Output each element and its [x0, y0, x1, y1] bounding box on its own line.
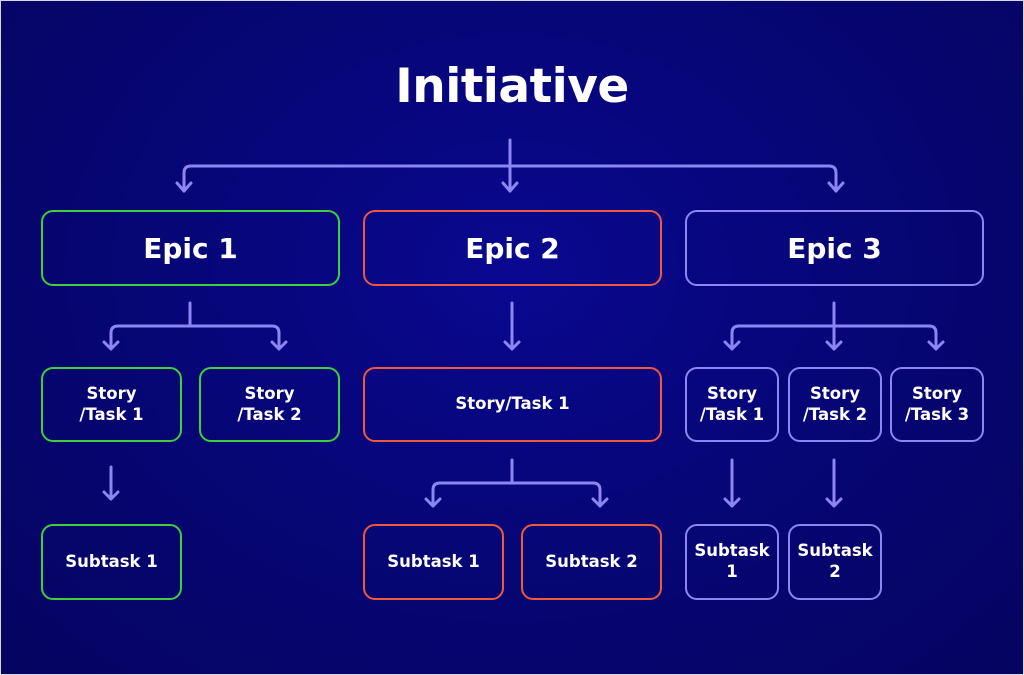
connector-epic1-bar: [109, 324, 281, 351]
epic-3-story-1-label: Story /Task 1: [699, 383, 765, 424]
arrowhead-epic1-story1: [102, 340, 120, 351]
epic-2-subtask-2-box[interactable]: Subtask 2: [521, 524, 662, 600]
arrowhead-epic3: [827, 181, 845, 193]
epic-1-label: Epic 1: [143, 231, 238, 265]
arrowhead-epic1-subtask: [102, 490, 120, 501]
epic-1-subtask-1-box[interactable]: Subtask 1: [41, 524, 182, 600]
epic-1-story-2-label: Story /Task 2: [237, 383, 302, 424]
epic-3-subtask-2-box[interactable]: Subtask 2: [788, 524, 882, 600]
epic-3-story-2-box[interactable]: Story /Task 2: [788, 367, 882, 442]
epic-3-subtask-1-box[interactable]: Subtask 1: [685, 524, 779, 600]
arrowhead-epic1-story2: [270, 340, 288, 351]
epic-2-label: Epic 2: [465, 231, 560, 265]
epic-3-subtask-2-label: Subtask 2: [797, 541, 873, 581]
arrowhead-epic1: [175, 181, 193, 193]
arrowhead-epic2-sub1: [424, 497, 442, 508]
epic-2-subtask-2-label: Subtask 2: [545, 551, 638, 571]
connector-epic3-bar: [730, 324, 938, 351]
epic-1-story-1-box[interactable]: Story /Task 1: [41, 367, 182, 442]
connector-epic2-sub-bar: [431, 481, 602, 508]
epic-3-story-3-label: Story /Task 3: [904, 383, 970, 424]
epic-3-story-3-box[interactable]: Story /Task 3: [890, 367, 984, 442]
epic-3-subtask-1-label: Subtask 1: [694, 541, 770, 581]
epic-2-subtask-1-box[interactable]: Subtask 1: [363, 524, 504, 600]
epic-3-story-1-box[interactable]: Story /Task 1: [685, 367, 779, 442]
epic-2-box[interactable]: Epic 2: [363, 210, 662, 286]
arrowhead-epic2-story: [503, 340, 521, 351]
arrowhead-epic3-story2: [825, 340, 843, 351]
initiative-title: Initiative: [395, 59, 629, 114]
arrowhead-epic2-sub2: [591, 497, 609, 508]
arrowhead-epic2: [501, 181, 519, 193]
epic-1-box[interactable]: Epic 1: [41, 210, 340, 286]
epic-1-subtask-1-label: Subtask 1: [65, 551, 158, 571]
epic-2-story-1-label: Story/Task 1: [455, 394, 570, 414]
epic-3-box[interactable]: Epic 3: [685, 210, 984, 286]
epic-3-label: Epic 3: [787, 231, 882, 265]
arrowhead-epic3-sub2: [825, 497, 843, 508]
arrowhead-epic3-sub1: [723, 497, 741, 508]
epic-1-story-1-label: Story /Task 1: [79, 383, 144, 424]
epic-2-subtask-1-label: Subtask 1: [387, 551, 480, 571]
arrowhead-epic3-story3: [927, 340, 945, 351]
epic-1-story-2-box[interactable]: Story /Task 2: [199, 367, 340, 442]
epic-3-story-2-label: Story /Task 2: [802, 383, 868, 424]
connector-initiative-bar: [182, 164, 838, 193]
arrowhead-epic3-story1: [723, 340, 741, 351]
epic-2-story-1-box[interactable]: Story/Task 1: [363, 367, 662, 442]
